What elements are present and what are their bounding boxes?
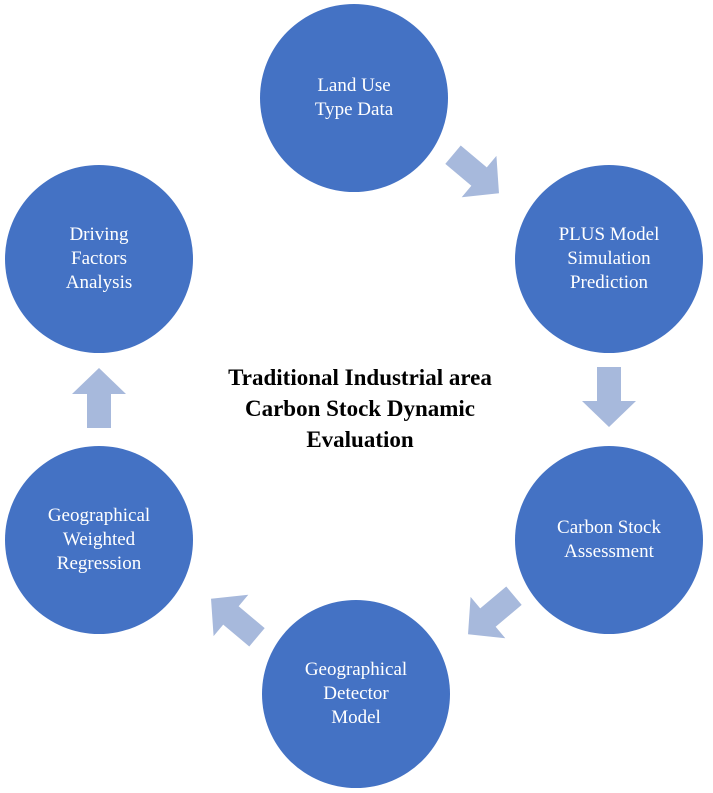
node-label: Geographical Detector Model — [304, 659, 408, 728]
node-geographical-weighted-regression: Geographical Weighted Regression — [5, 446, 193, 634]
arrow-up-left-icon — [193, 578, 275, 658]
node-label: Carbon Stock Assessment — [557, 517, 661, 562]
arrow-up-icon — [72, 368, 126, 428]
node-label: Land Use Type Data — [314, 75, 394, 120]
arrow-right-down-icon — [435, 134, 517, 214]
node-driving-factors-analysis: Driving Factors Analysis — [5, 165, 193, 353]
node-plus-model-simulation-prediction: PLUS Model Simulation Prediction — [515, 165, 703, 353]
node-carbon-stock-assessment: Carbon Stock Assessment — [515, 446, 703, 634]
node-land-use-type-data: Land Use Type Data — [260, 4, 448, 192]
arrow-down-left-icon — [450, 575, 532, 655]
node-label: Driving Factors Analysis — [65, 224, 133, 293]
arrow-down-icon — [582, 367, 636, 427]
node-label: Geographical Weighted Regression — [47, 505, 151, 574]
center-title: Traditional Industrial area Carbon Stock… — [228, 365, 492, 452]
node-label: PLUS Model Simulation Prediction — [558, 224, 660, 293]
node-geographical-detector-model: Geographical Detector Model — [262, 600, 450, 788]
